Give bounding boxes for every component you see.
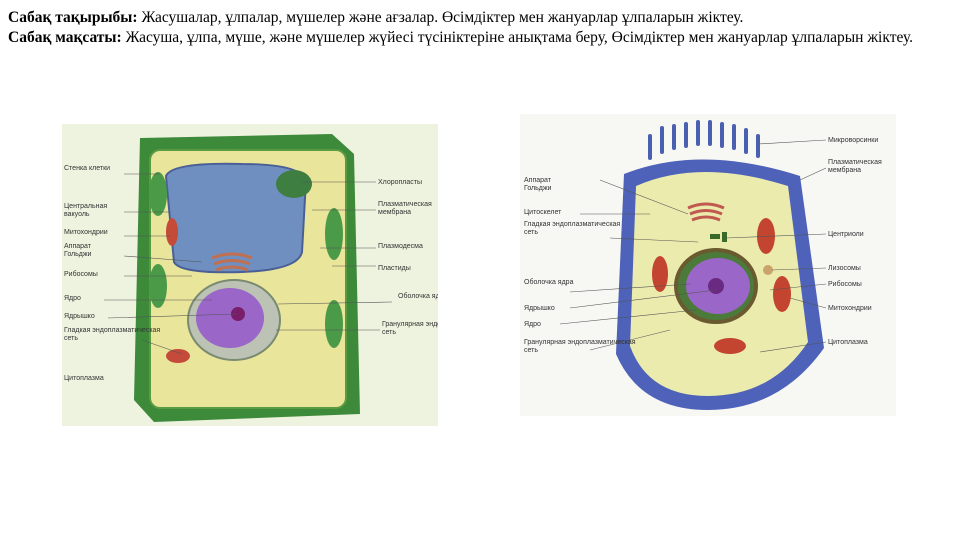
plant-left-label-8: Цитоплазма [64,375,104,382]
chloroplast-shape [149,172,167,216]
plant-left-label-6: Ядрышко [64,313,95,320]
mitochondrion-shape [166,349,190,363]
plant-left-label-5: Ядро [64,295,81,302]
animal-right-label-6: Цитоплазма [828,339,868,346]
goal-text: Жасуша, ұлпа, мүше, және мүшелер жүйесі … [122,29,913,46]
nucleoplasm-shape [196,288,264,348]
animal-right-label-2: Центриоли [828,231,864,238]
plant-right-label-4: Оболочка ядра [398,292,438,300]
animal-right-label-0: Микроворсинки [828,137,878,144]
chloroplast-shape [276,170,312,198]
centriole-shape [710,234,720,239]
lesson-topic: Сабақ тақырыбы: Жасушалар, ұлпалар, мүше… [8,8,953,28]
animal-left-label-5: Ядро [524,321,541,328]
animal-right-label-5: Митохондрии [828,305,872,312]
plant-left-label-0: Стенка клетки [64,165,110,172]
plant-right-label-3: Пластиды [378,265,411,272]
chloroplast-shape [149,264,167,308]
plant-right-label-0: Хлоропласты [378,179,422,186]
mitochondrion-shape [166,218,178,246]
goal-label: Сабақ мақсаты: [8,29,122,46]
animal-left-label-1: Цитоскелет [524,209,562,216]
topic-text: Жасушалар, ұлпалар, мүшелер және ағзалар… [138,9,744,26]
plant-left-label-4: Рибосомы [64,270,98,278]
chloroplast-shape [325,300,343,348]
animal-right-label-4: Рибосомы [828,280,862,288]
plant-left-label-2: Митохондрии [64,229,108,236]
lesson-header: Сабақ тақырыбы: Жасушалар, ұлпалар, мүше… [8,8,953,48]
mitochondrion-shape [714,338,746,354]
plant-right-label-2: Плазмодесма [378,243,423,250]
mitochondrion-shape [773,276,791,312]
lysosome-shape [763,265,773,275]
animal-left-label-4: Ядрышко [524,305,555,312]
topic-label: Сабақ тақырыбы: [8,9,138,26]
chloroplast-shape [325,208,343,260]
animal-right-label-3: Лизосомы [828,265,861,272]
centriole-shape [722,232,727,242]
lesson-goal: Сабақ мақсаты: Жасуша, ұлпа, мүше, және … [8,28,953,48]
nucleolus-shape [708,278,724,294]
microvilli-shape [650,122,758,158]
animal-left-label-3: Оболочка ядра [524,278,574,286]
